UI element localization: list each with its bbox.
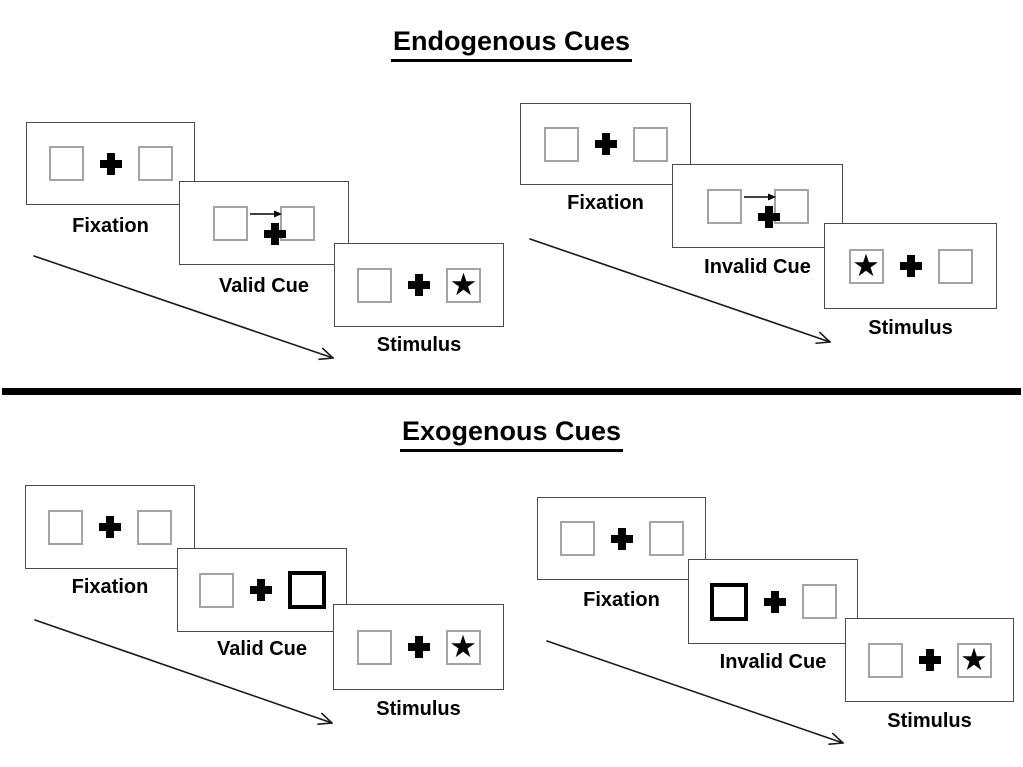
valid-cue-panel <box>177 548 347 632</box>
left-box <box>213 205 248 241</box>
left-box <box>543 126 579 162</box>
stimulus-label: Stimulus <box>376 698 461 720</box>
star-stimulus-icon: ★ <box>852 247 880 283</box>
star-stimulus-icon: ★ <box>449 266 478 302</box>
fixation-label: Fixation <box>71 576 149 598</box>
fixation-cross-icon <box>594 133 617 155</box>
left-box <box>198 572 234 608</box>
timeline-arrow <box>34 619 333 726</box>
right-box <box>137 509 172 545</box>
fixation-cross-icon <box>899 255 922 277</box>
valid-cue-panel <box>179 181 349 265</box>
fixation-cross-icon <box>408 274 430 296</box>
right-box <box>648 521 684 556</box>
right-box: ★ <box>956 641 992 678</box>
fixation-cross-icon <box>407 636 430 658</box>
fixation-label: Fixation <box>567 192 644 214</box>
stimulus-label: Stimulus <box>887 710 972 732</box>
star-stimulus-icon: ★ <box>960 641 988 677</box>
right-arrow-cue-icon <box>250 210 283 218</box>
cue-label: Invalid Cue <box>719 651 827 673</box>
fixation-label: Fixation <box>72 215 149 237</box>
timeline-arrow <box>529 238 831 345</box>
fixation-panel <box>537 497 706 580</box>
fixation-cross-icon <box>99 516 121 538</box>
fixation-panel <box>25 485 195 569</box>
fixation-cross-icon <box>610 527 633 550</box>
right-box: ★ <box>445 628 481 665</box>
right-box <box>137 146 173 181</box>
cue-label: Valid Cue <box>218 275 310 297</box>
fixation-panel <box>520 103 691 185</box>
right-box <box>801 584 837 619</box>
left-box <box>48 509 83 545</box>
stimulus-label: Stimulus <box>868 317 953 339</box>
right-box <box>937 248 973 284</box>
highlighted-left-box <box>709 582 748 621</box>
section-divider <box>2 388 1021 395</box>
cue-label: Valid Cue <box>216 638 308 660</box>
stimulus-label: Stimulus <box>376 334 462 356</box>
stimulus-panel: ★ <box>845 618 1014 702</box>
fixation-panel <box>26 122 195 205</box>
stimulus-panel: ★ <box>333 604 504 690</box>
invalid-cue-panel <box>672 164 843 248</box>
stimulus-panel: ★ <box>824 223 997 309</box>
left-box: ★ <box>848 247 884 284</box>
fixation-cross-icon <box>918 649 941 671</box>
stimulus-panel: ★ <box>334 243 504 327</box>
left-box <box>706 188 742 224</box>
left-box <box>356 629 392 665</box>
cue-label: Invalid Cue <box>704 256 811 278</box>
left-box <box>357 267 392 303</box>
left-box <box>48 146 84 181</box>
left-box <box>867 642 903 678</box>
fixation-label: Fixation <box>583 589 660 611</box>
fixation-cross-icon <box>763 590 786 613</box>
fixation-cross-icon <box>249 579 272 601</box>
left-box <box>559 521 595 556</box>
section-title-exogenous: Exogenous Cues <box>0 414 1023 452</box>
star-stimulus-icon: ★ <box>449 628 477 664</box>
timeline-arrow <box>33 255 334 361</box>
section-title-endogenous: Endogenous Cues <box>0 24 1023 62</box>
fixation-cross-icon <box>99 152 122 175</box>
right-box <box>632 126 668 162</box>
invalid-cue-panel <box>688 559 858 644</box>
right-box: ★ <box>446 266 481 303</box>
right-arrow-cue-icon <box>743 193 776 201</box>
highlighted-right-box <box>287 571 326 609</box>
